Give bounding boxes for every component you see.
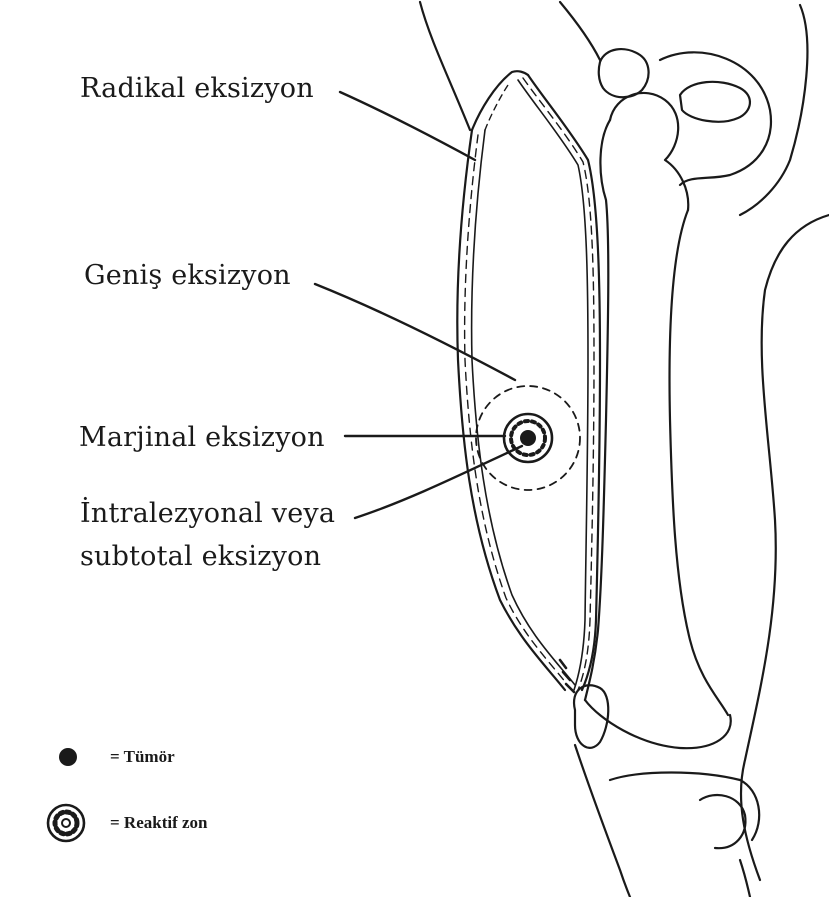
tibia-plateau — [700, 795, 745, 848]
label-intralezyonal-line1: İntralezyonal veya — [80, 498, 335, 530]
obturator-shape — [680, 82, 750, 122]
label-genis-eksizyon: Geniş eksizyon — [84, 260, 291, 292]
body-contour-right — [740, 5, 807, 215]
legend-tumor-label: = Tümör — [110, 747, 175, 767]
hip-contour — [741, 215, 829, 880]
leg-lower-left — [575, 745, 630, 897]
femur-shaft-right — [670, 210, 728, 715]
legend-reaktif-icon-center — [62, 819, 70, 827]
pelvis-shape — [599, 49, 649, 97]
leg-lower-right — [740, 860, 750, 897]
label-radikal-eksizyon: Radikal eksizyon — [80, 73, 314, 105]
compartment-inner-left — [472, 130, 575, 685]
leader-radikal — [340, 92, 475, 160]
leader-intralezyonal — [355, 446, 522, 518]
thigh-outline-top — [560, 2, 600, 60]
compartment-outer-right — [528, 75, 600, 690]
tibia-top — [610, 773, 759, 841]
compartment-inner-right — [518, 80, 588, 690]
legend-reaktif-label: = Reaktif zon — [110, 813, 208, 833]
legend-reaktif-icon-dots — [55, 812, 77, 834]
label-intralezyonal-line2: subtotal eksizyon — [80, 541, 321, 573]
compartment-outer-left — [457, 130, 565, 690]
compartment-top — [472, 71, 528, 130]
compartment-dashed-right — [523, 78, 594, 690]
femur-shaft-left — [585, 120, 610, 700]
femur-head — [610, 93, 688, 210]
thigh-outline-left — [420, 2, 470, 130]
label-marjinal-eksizyon: Marjinal eksizyon — [79, 422, 325, 454]
leader-genis — [315, 284, 515, 380]
legend-tumor-icon — [59, 748, 77, 766]
tumor-core — [520, 430, 536, 446]
compartment-top-inner — [485, 82, 510, 130]
